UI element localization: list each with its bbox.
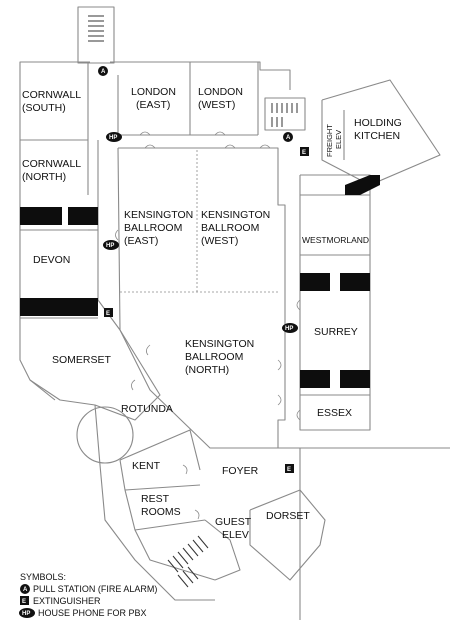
svg-text:HOUSE PHONE FOR PBX: HOUSE PHONE FOR PBX [38,608,147,618]
stairs-top [88,15,104,42]
label-westmorland: WESTMORLAND [302,235,369,245]
legend: SYMBOLS: A PULL STATION (FIRE ALARM) E E… [19,572,157,618]
extinguisher-icon: E [285,464,294,473]
label-somerset: SOMERSET [52,354,112,366]
svg-text:HP: HP [285,326,293,332]
extinguisher-icon [20,596,29,605]
svg-text:E: E [302,150,306,156]
label-devon: DEVON [33,254,70,266]
pull-station-icon: A [98,66,108,76]
label-rotunda: ROTUNDA [121,403,173,415]
legend-item-extinguisher: E EXTINGUISHER [20,596,101,606]
extinguisher-icon: E [300,147,309,156]
svg-text:HP: HP [106,243,114,249]
stairs-middle [271,103,298,127]
label-kent: KENT [132,460,161,472]
stairs-bottom [167,535,209,588]
label-london-east: LONDON(EAST) [131,86,176,111]
label-cornwall-south: CORNWALL(SOUTH) [22,89,81,114]
label-foyer: FOYER [222,465,259,477]
room-labels: CORNWALL(SOUTH) LONDON(EAST) LONDON(WEST… [22,86,402,541]
label-cornwall-north: CORNWALL(NORTH) [22,158,81,183]
svg-text:A: A [23,587,28,593]
house-phone-icon: HP [282,323,298,333]
svg-text:E: E [22,599,26,605]
plan-symbols: A A E E E HP HP HP [98,66,309,473]
label-freight-elev: FREIGHTELEV [325,124,343,157]
house-phone-icon: HP [103,240,119,250]
svg-text:HP: HP [22,611,30,617]
label-essex: ESSEX [317,407,352,419]
label-surrey: SURREY [314,326,358,338]
svg-text:A: A [101,69,106,75]
partitions [20,175,380,388]
extinguisher-icon: E [104,308,113,317]
svg-text:E: E [106,311,110,317]
house-phone-icon [19,608,35,618]
svg-text:A: A [286,135,291,141]
house-phone-icon: HP [106,132,122,142]
pull-station-icon [20,584,30,594]
svg-text:EXTINGUISHER: EXTINGUISHER [33,596,101,606]
walls [19,6,450,620]
label-london-west: LONDON(WEST) [198,86,243,111]
stairs [88,15,298,588]
legend-item-house-phone: HP HOUSE PHONE FOR PBX [19,608,147,618]
pull-station-icon: A [283,132,293,142]
doors [115,131,301,520]
legend-title: SYMBOLS: [20,572,66,582]
legend-item-pull-station: A PULL STATION (FIRE ALARM) [20,584,157,594]
label-dorset: DORSET [266,510,310,522]
svg-text:HP: HP [109,135,117,141]
svg-text:PULL STATION (FIRE ALARM): PULL STATION (FIRE ALARM) [33,584,157,594]
svg-text:E: E [287,467,291,473]
